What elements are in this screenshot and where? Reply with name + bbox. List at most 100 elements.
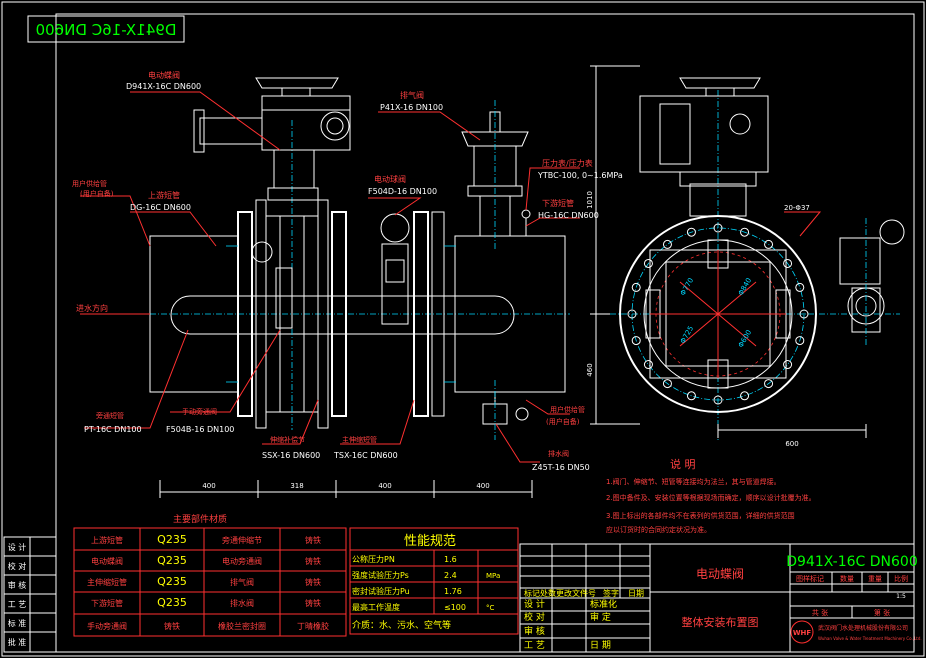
end-bypass-valve (839, 237, 881, 285)
perf-label: 强度试验压力Ps (352, 570, 409, 580)
leader-lines (80, 91, 580, 463)
left-label: 批 准 (8, 637, 27, 647)
parts-cell: 上游短管 (91, 535, 123, 545)
company-name: 武汉阀门水处理机械股份有限公司 (818, 624, 908, 632)
bolt-hole (643, 360, 653, 370)
bolt-hole (795, 336, 805, 346)
parts-cell: Q235 (157, 533, 187, 546)
callout-main-pipe-model: TSX-16C DN600 (333, 451, 398, 460)
dim-width: 600 (785, 440, 798, 448)
callout-small-pipe-label: 旁通短管 (96, 411, 124, 420)
perf-medium: 介质：水、污水、空气等 (352, 619, 451, 631)
perf-value: ≤100 (444, 603, 466, 612)
note-line: 3.图上标出的各部件均不在表列的供货范围，详细的供货范围 (606, 511, 795, 520)
flange (331, 211, 347, 417)
left-label: 标 准 (8, 618, 27, 628)
left-label-column: 设 计 校 对 审 核 工 艺 标 准 批 准 (3, 536, 57, 653)
mark-col: 数量 (840, 574, 854, 583)
bolt-hole (795, 282, 805, 292)
drain-valve (482, 380, 529, 440)
sheet-number: 第 张 (874, 608, 890, 617)
left-label: 工 艺 (8, 600, 27, 609)
parts-cell: 铸铁 (305, 598, 321, 608)
bolt-hole (643, 258, 653, 268)
parts-cell: 旁通伸缩节 (222, 535, 262, 545)
bolt-hole (631, 282, 641, 292)
dim-height-upper: 1010 (586, 191, 594, 209)
bolt-hole (662, 239, 672, 249)
height-dimensions: 1010 460 (586, 65, 640, 425)
perf-unit: °C (486, 604, 495, 612)
sign-label: 审 核 (524, 625, 545, 637)
callout-gauge-label: 压力表/压力表 (542, 158, 593, 168)
title-block: 标记 处数 更改文件号 签字 日期 设 计标准化校 对审 定审 核工 艺日 期 … (519, 543, 922, 653)
callout-flex-joint-model: SSX-16 DN600 (262, 451, 320, 460)
mark-col: 图样标记 (796, 574, 824, 583)
dim-text: 400 (476, 482, 489, 490)
callout-receiver-note: (用户自备) (546, 417, 580, 426)
note-line: 2.图中备件及、安装位置等根据现场而确定，顺序以设计批覆为准。 (606, 493, 816, 502)
callout-actuator-valve-model: D941X-16C DN600 (126, 82, 201, 91)
bolt-circle (631, 227, 805, 401)
left-label: 校 对 (8, 561, 27, 571)
parts-cell: 排气阀 (230, 577, 254, 587)
mark-col: 比例 (894, 574, 908, 583)
drawing-name: 整体安装布置图 (682, 615, 759, 629)
end-actuator (639, 95, 769, 173)
perf-label: 公称压力PN (352, 554, 395, 564)
rev-header: 处数 (540, 588, 556, 598)
callout-exhaust-valve-model: P41X-16 DN100 (380, 103, 443, 112)
parts-cell: Q235 (157, 554, 187, 567)
bolt-hole (662, 379, 672, 389)
model-number: D941X-16C DN600 (786, 554, 917, 570)
flange (431, 211, 445, 417)
bottom-dimensions: 400 318 400 400 (159, 480, 533, 498)
bolt-hole (764, 379, 774, 389)
parts-cell: 铸铁 (305, 577, 321, 587)
inner-frame (55, 13, 915, 653)
callout-small-pipe-model: PT-16C DN100 (84, 425, 142, 434)
bolt-hole (627, 309, 637, 319)
gear-neck (267, 187, 319, 201)
callout-electric-valve-model: F504D-16 DN100 (368, 187, 437, 196)
parts-cell: 橡胶兰密封圈 (218, 621, 266, 631)
bolt-hole (686, 391, 696, 401)
scale-value: 1:5 (896, 593, 906, 600)
actuator-body (261, 95, 351, 151)
parts-cell: 丁晴橡胶 (297, 621, 329, 631)
callout-flow-direction: 进水方向 (76, 303, 108, 313)
perf-value: 1.6 (444, 555, 457, 564)
flange (237, 211, 253, 417)
company-name-en: Wuhan Valve & Water Treatment Machinery … (818, 636, 922, 641)
note-line: 应以订货时的合同约定状况为准。 (606, 525, 711, 534)
callout-manual-valve-model: F504B-16 DN100 (166, 425, 234, 434)
callout-electric-valve-label: 电动球阀 (374, 174, 406, 184)
rev-header: 更改文件号 (556, 588, 596, 598)
callout-gauge-model: YTBC-100, 0~1.6MPa (537, 171, 623, 180)
exhaust-valve (461, 100, 529, 250)
parts-cell: Q235 (157, 575, 187, 588)
rev-header: 日期 (628, 589, 644, 598)
bolt-hole (686, 227, 696, 237)
callout-downstream-label: 下游短管 (542, 198, 574, 208)
parts-cell: 铸铁 (164, 621, 180, 631)
electric-bypass-valve (381, 243, 409, 325)
callout-manual-valve-label: 手动旁通阀 (182, 407, 217, 416)
parts-cell: 排水阀 (230, 598, 254, 608)
sign-label: 日 期 (590, 640, 611, 651)
parts-cell: 电动旁通阀 (222, 556, 262, 566)
callout-receiver-label: 用户供给管 (550, 405, 585, 414)
parts-cell: 电动蝶阀 (91, 556, 123, 566)
bolt-hole (713, 223, 723, 233)
notes-heading: 说 明 (670, 457, 696, 471)
bolt-hole (631, 336, 641, 346)
sign-label: 工 艺 (524, 640, 545, 651)
elevation-view: 400 318 400 400 电动蝶阀 D941X-16C DN600 排气阀 (72, 70, 623, 498)
bolt-hole (783, 258, 793, 268)
sign-label: 校 对 (524, 611, 545, 623)
dim-text: 318 (290, 482, 303, 490)
